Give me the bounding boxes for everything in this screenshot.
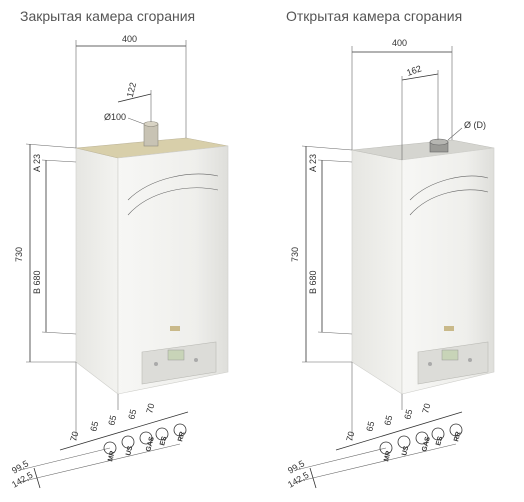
left-total-height-label: 730 bbox=[14, 247, 24, 262]
left-control-panel bbox=[141, 341, 217, 385]
right-spacing-label: 70 bbox=[344, 430, 356, 442]
right-depth-a-label: A 23 bbox=[308, 154, 318, 172]
title-open-chamber: Открытая камера сгорания bbox=[286, 8, 463, 24]
right-boiler bbox=[351, 138, 495, 395]
left-dimensions: 400 122 Ø100 730 A 23 B 680 bbox=[14, 34, 187, 440]
right-pipe-label: US bbox=[401, 445, 410, 457]
right-pipe-label: ES bbox=[435, 435, 444, 446]
right-boiler-front bbox=[401, 147, 495, 395]
left-display bbox=[167, 349, 185, 361]
right-pipe-label: MR bbox=[383, 450, 393, 462]
title-closed-chamber: Закрытая камера сгорания bbox=[20, 8, 196, 24]
right-control-panel bbox=[417, 341, 489, 385]
left-pipe-label: GAS bbox=[145, 436, 156, 453]
right-boiler-decor bbox=[409, 175, 489, 201]
left-pipe-gas bbox=[139, 431, 153, 445]
right-boiler-side bbox=[351, 149, 403, 395]
right-flue-offset-label: 162 bbox=[405, 63, 423, 78]
right-logo bbox=[444, 326, 454, 331]
right-pipe-label: GAS bbox=[421, 436, 432, 453]
right-pipe-us bbox=[397, 435, 411, 449]
left-pipe-label: ES bbox=[159, 435, 168, 446]
right-spacing-label: 65 bbox=[402, 408, 414, 420]
left-pipe-label: MR bbox=[107, 450, 117, 462]
left-flue-diameter-label: Ø100 bbox=[104, 112, 126, 122]
right-flue-diameter-label: Ø (D) bbox=[464, 120, 486, 130]
left-pipe-es bbox=[155, 427, 169, 441]
right-knob-icon bbox=[468, 358, 472, 362]
left-spacing-label: 65 bbox=[106, 414, 118, 426]
right-pipe-rr bbox=[449, 423, 463, 437]
left-spacing-label: 70 bbox=[68, 430, 80, 442]
left-height-b-label: B 680 bbox=[32, 270, 42, 294]
right-height-b-label: B 680 bbox=[308, 270, 318, 294]
left-flue-pipe bbox=[143, 123, 159, 147]
left-boiler bbox=[75, 121, 229, 395]
left-width-label: 400 bbox=[122, 34, 137, 44]
right-display bbox=[441, 349, 459, 361]
right-total-height-label: 730 bbox=[290, 247, 300, 262]
left-pipe-label: US bbox=[125, 445, 134, 457]
right-width-label: 400 bbox=[392, 38, 407, 48]
right-spacing-label: 65 bbox=[364, 420, 376, 432]
right-pipe-gas bbox=[415, 431, 429, 445]
left-spacing-label: 65 bbox=[126, 408, 138, 420]
left-spacing-label: 65 bbox=[88, 420, 100, 432]
left-knob-icon bbox=[194, 358, 198, 362]
left-depth-a-label: A 23 bbox=[32, 154, 42, 172]
right-pipe-connections: 70 65 65 65 70 RR ES GAS US MR 99,5 142,… bbox=[286, 402, 463, 489]
right-spacing-label: 70 bbox=[420, 402, 432, 414]
left-boiler-front bbox=[117, 145, 229, 395]
left-knob-icon bbox=[154, 362, 158, 366]
left-boiler-side bbox=[75, 147, 119, 395]
left-flue-offset-label: 122 bbox=[125, 81, 138, 98]
right-pipe-label: RR bbox=[453, 431, 462, 443]
left-pipe-rr bbox=[173, 423, 187, 437]
right-dimensions: 400 162 Ø (D) 730 A 23 B 680 bbox=[290, 38, 486, 440]
left-logo bbox=[170, 326, 180, 331]
right-spacing-label: 65 bbox=[382, 414, 394, 426]
left-pipe-connections: 70 65 65 65 70 RR ES GAS US MR 99,5 142,… bbox=[10, 402, 189, 490]
left-pipe-us bbox=[121, 435, 135, 449]
left-pipe-label: RR bbox=[177, 431, 186, 443]
right-pipe-es bbox=[431, 427, 445, 441]
right-knob-icon bbox=[428, 362, 432, 366]
left-spacing-label: 70 bbox=[144, 402, 156, 414]
left-boiler-decor bbox=[127, 173, 219, 201]
